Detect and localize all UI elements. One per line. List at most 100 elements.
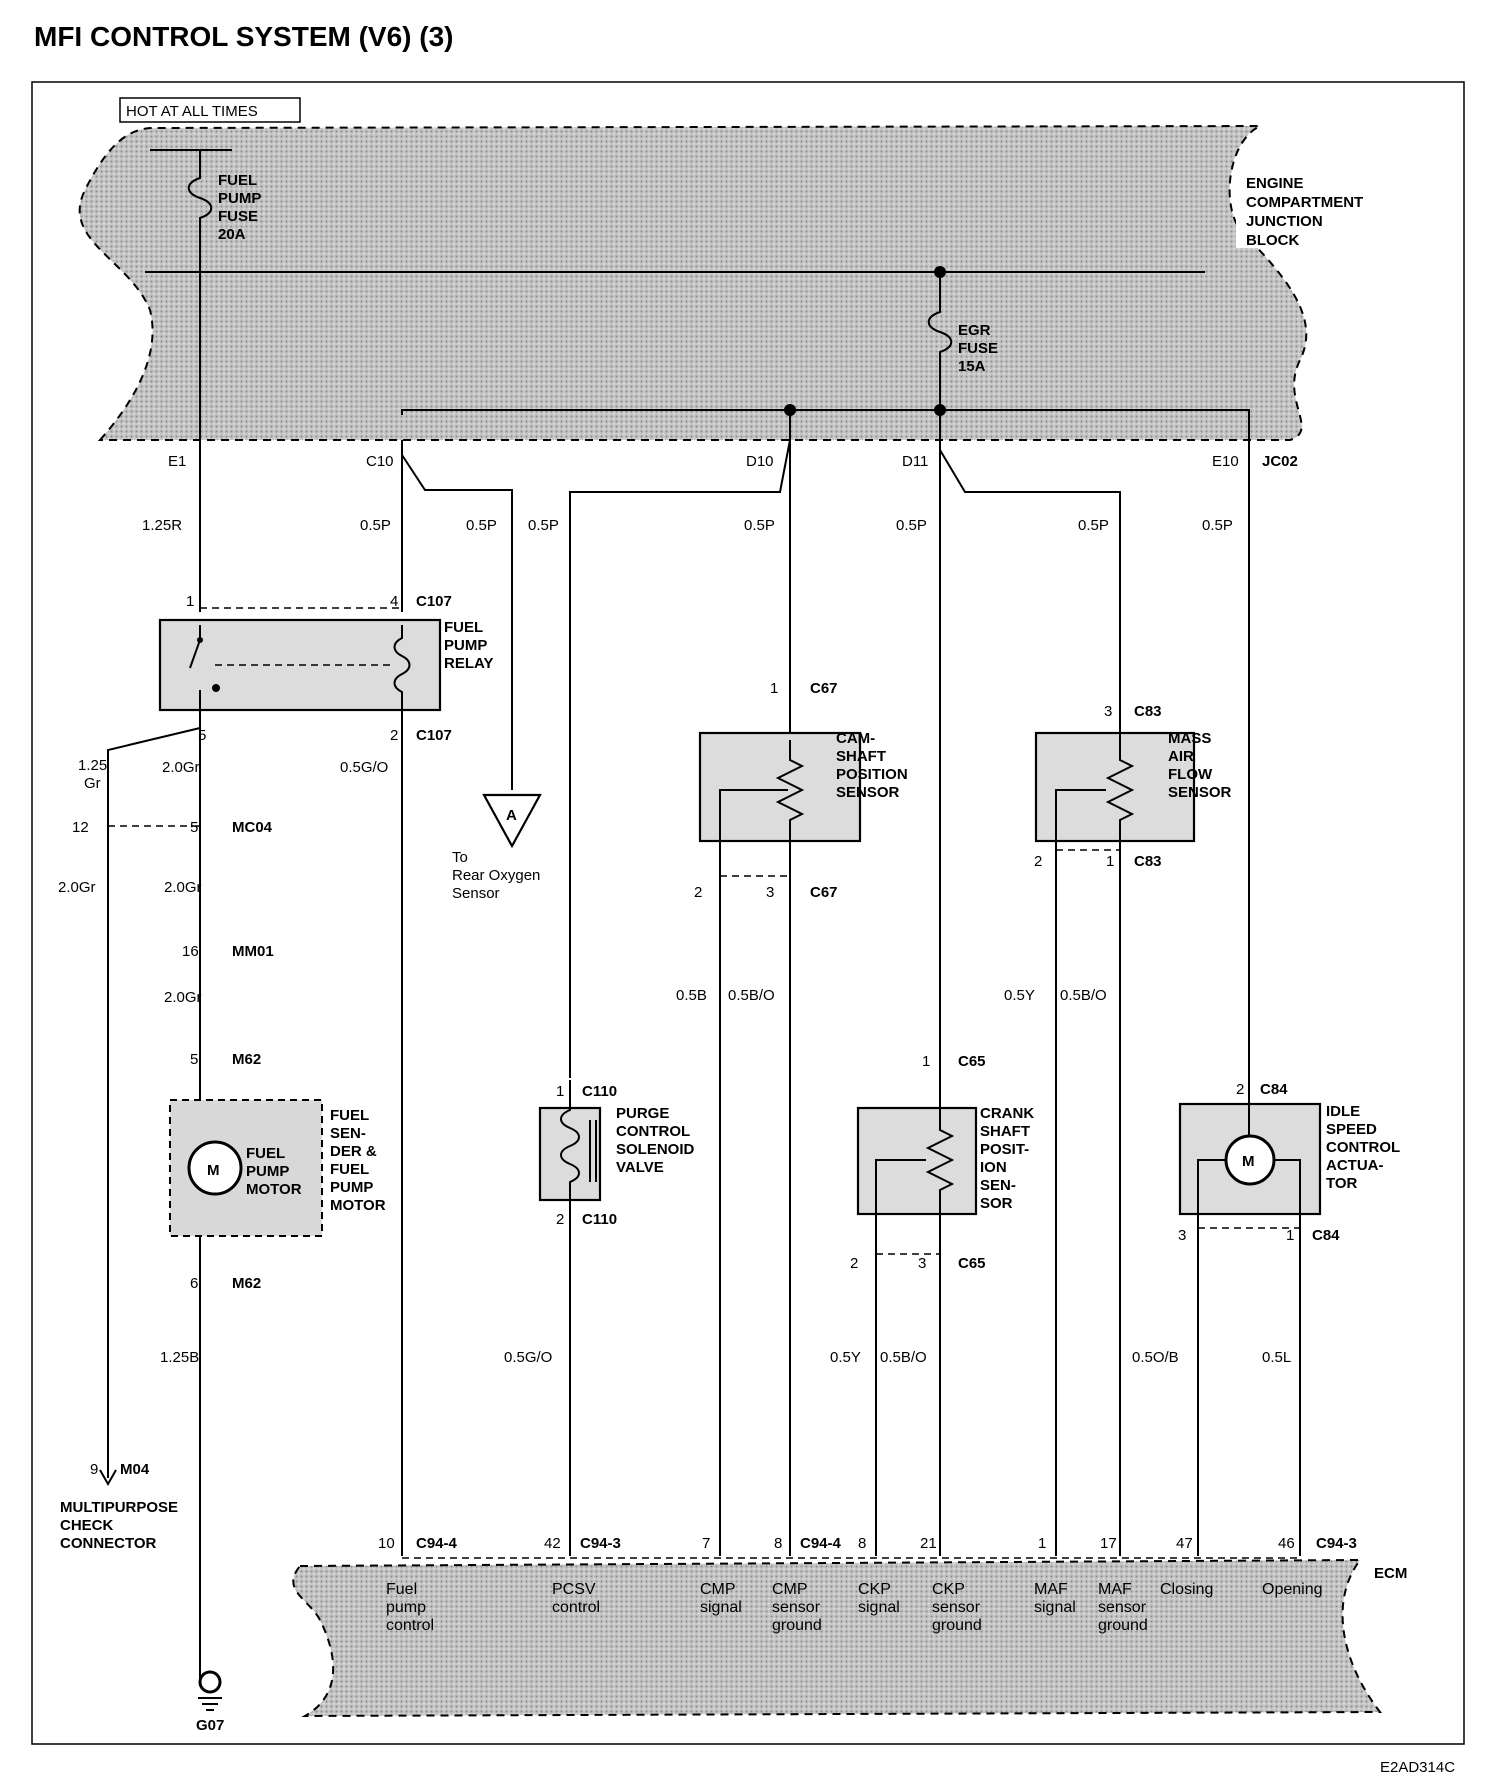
- junction-block-region: [78, 125, 1308, 441]
- hot-at-all-times-box: [119, 97, 301, 123]
- wire-label: 0.5P: [1202, 517, 1233, 534]
- relay-contact-dot: [212, 684, 220, 692]
- pin-label: 47: [1176, 1535, 1193, 1552]
- pin-label: 16: [182, 943, 199, 960]
- pin-label: 3: [918, 1255, 926, 1272]
- wire-label: 0.5P: [896, 517, 927, 534]
- wire-label: 0.5G/O: [504, 1349, 552, 1366]
- relay-contact-dot: [197, 637, 203, 643]
- connector-c94-4: C94-4: [800, 1535, 842, 1552]
- wire-label: 1.25R: [142, 517, 182, 534]
- ecm-ckp-signal: CKP signal: [858, 1581, 900, 1616]
- ground-icon: [198, 1670, 222, 1694]
- connector-c65: C65: [958, 1053, 986, 1070]
- maf-wiper-icon: [1055, 789, 1106, 1556]
- pin-label: 2: [850, 1255, 858, 1272]
- to-rear-o2-label: To Rear Oxygen Sensor: [452, 849, 545, 902]
- connector-c110: C110: [582, 1083, 617, 1100]
- terminal-e1: E1: [168, 453, 186, 470]
- wire-label: 0.5Y: [1004, 987, 1035, 1004]
- purge-valve-label: PURGE CONTROL SOLENOID VALVE: [616, 1105, 699, 1176]
- terminal-d11: D11: [902, 453, 928, 470]
- pin-label: 3: [1178, 1227, 1186, 1244]
- pin-label: 2: [556, 1211, 564, 1228]
- wire-label: 0.5Y: [830, 1349, 861, 1366]
- ground-g07: G07: [196, 1717, 224, 1734]
- egr-bus-line: [401, 409, 1250, 440]
- junction-block-label-bg: [1236, 172, 1411, 248]
- fuel-pump-motor-icon: [187, 1140, 243, 1196]
- connector-c110: C110: [582, 1211, 617, 1228]
- ecm-opening: Opening: [1262, 1581, 1323, 1598]
- pin-label: 21: [920, 1535, 937, 1552]
- wire-label: 0.5B/O: [1060, 987, 1107, 1004]
- fuel-pump-fuse-icon: [187, 150, 213, 440]
- idle-actuator-label: IDLE SPEED CONTROL ACTUA- TOR: [1326, 1103, 1404, 1192]
- connector-a-label: A: [506, 807, 517, 824]
- connector-a-icon: [482, 793, 542, 849]
- wire-relay-to-check: [107, 727, 201, 1478]
- pin-label: 5: [190, 1051, 198, 1068]
- pin-label: 7: [702, 1535, 710, 1552]
- ecm-pcsv-control: PCSV control: [552, 1581, 600, 1616]
- ecm-ckp-ground: CKP sensor ground: [932, 1581, 984, 1634]
- wire-label: 0.5P: [528, 517, 559, 534]
- connector-c67: C67: [810, 680, 838, 697]
- pin-label: 1: [1038, 1535, 1046, 1552]
- connector-c83: C83: [1134, 853, 1162, 870]
- camshaft-sensor-label: CAM- SHAFT POSITION SENSOR: [836, 730, 912, 801]
- fuel-pump-fuse-label: FUEL PUMP FUSE 20A: [218, 172, 265, 243]
- purge-solenoid-core-icon: [589, 1120, 597, 1182]
- ground-icon: [198, 1697, 222, 1711]
- crank-sensor-label: CRANK SHAFT POSIT- ION SEN- SOR: [980, 1105, 1038, 1212]
- pin-label: 4: [390, 593, 398, 610]
- wire-label: 0.5L: [1262, 1349, 1291, 1366]
- pin-label: 1: [1286, 1227, 1294, 1244]
- junction-block-label: ENGINE COMPARTMENT JUNCTION BLOCK: [1246, 175, 1367, 249]
- wire-label: 0.5P: [466, 517, 497, 534]
- connector-c94-3: C94-3: [580, 1535, 621, 1552]
- diagram-title: MFI CONTROL SYSTEM (V6) (3): [34, 21, 454, 52]
- pin-label: 8: [858, 1535, 866, 1552]
- pin-label: 2: [694, 884, 702, 901]
- connector-c84: C84: [1312, 1227, 1340, 1244]
- pin-label: 1: [922, 1053, 930, 1070]
- pin-label: 42: [544, 1535, 561, 1552]
- ecm-region: [292, 1558, 1383, 1718]
- connector-m04: M04: [120, 1461, 150, 1478]
- wire-label: 2.0Gr: [164, 879, 202, 896]
- pin-label: 12: [72, 819, 89, 836]
- maf-resistor-icon: [1105, 730, 1135, 1556]
- pin-label: 1: [770, 680, 778, 697]
- connector-m62: M62: [232, 1051, 261, 1068]
- relay-coil-icon: [393, 625, 411, 712]
- wire-label: 2.0Gr: [162, 759, 200, 776]
- connector-mm01: MM01: [232, 943, 274, 960]
- wire-rear-o2-feed: [401, 454, 513, 790]
- isc-motor-m-label: M: [1242, 1153, 1255, 1170]
- ecm-label: ECM: [1374, 1565, 1407, 1582]
- ecm-fuel-pump-control: Fuel pump control: [386, 1581, 434, 1634]
- maf-sensor-box: [1034, 731, 1196, 843]
- connector-c107: C107: [416, 727, 452, 744]
- terminal-jc02: JC02: [1262, 453, 1298, 470]
- wire-label: 0.5P: [1078, 517, 1109, 534]
- isc-motor-leads-icon: [1197, 1100, 1301, 1210]
- multipurpose-check-label: MULTIPURPOSE CHECK CONNECTOR: [60, 1499, 182, 1552]
- pin-label: 6: [190, 1275, 198, 1292]
- wire-label: 2.0Gr: [58, 879, 96, 896]
- arrow-down-icon: [99, 1469, 117, 1487]
- wire-label: 0.5P: [744, 517, 775, 534]
- pin-label: 17: [1100, 1535, 1117, 1552]
- wire-purge-feed: [569, 439, 791, 1078]
- pin-label: 10: [378, 1535, 395, 1552]
- motor-m-label: M: [207, 1162, 220, 1179]
- pin-label: 46: [1278, 1535, 1295, 1552]
- pin-label: 2: [1236, 1081, 1244, 1098]
- fuel-pump-motor-inner-label: FUEL PUMP MOTOR: [246, 1145, 302, 1198]
- terminal-d10: D10: [746, 453, 774, 470]
- pin-label: 5: [198, 727, 206, 744]
- pin-label: 1: [186, 593, 194, 610]
- ecm-closing: Closing: [1160, 1581, 1213, 1598]
